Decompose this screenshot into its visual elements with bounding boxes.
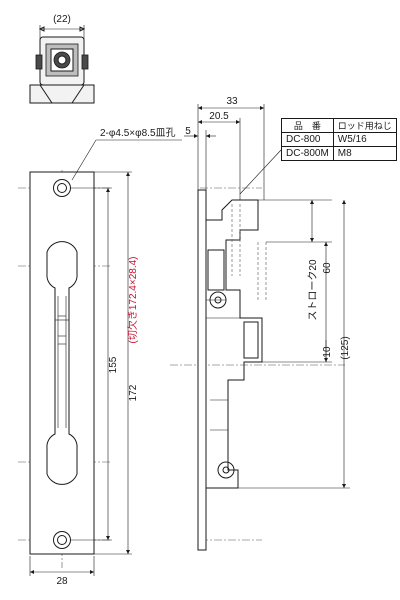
dim-60: 60 <box>322 262 333 274</box>
length-dim: 172 <box>128 384 139 401</box>
side-view: 33 20.5 5 ストローク20 60 10 <box>170 96 351 551</box>
row-model: DC-800M <box>281 146 334 161</box>
top-width-dim: (22) <box>53 14 71 25</box>
dim-125: (125) <box>340 336 351 359</box>
top-view: (22) <box>29 14 95 104</box>
row-thread: M8 <box>332 146 397 161</box>
dim-10: 10 <box>322 346 333 358</box>
hole-spec-label: 2-φ4.5×φ8.5皿孔 <box>100 127 176 139</box>
hole-pitch-dim: 155 <box>108 356 119 373</box>
side-screw-top <box>209 291 227 309</box>
side-body <box>205 199 263 489</box>
side-screw-bottom <box>217 461 235 479</box>
lever-recess <box>46 241 78 485</box>
side-plate <box>197 189 207 551</box>
table-row: DC-800 W5/16 <box>281 132 397 147</box>
front-view: 2-φ4.5×φ8.5皿孔 28 155 172 (切欠き172.4×28.4) <box>18 127 182 587</box>
row-model: DC-800 <box>281 132 334 147</box>
col-thread-header: ロッド用ねじ <box>332 118 397 133</box>
row-thread: W5/16 <box>332 132 397 147</box>
dim-stroke: ストローク20 <box>307 259 319 321</box>
width-dim: 28 <box>56 576 68 587</box>
dim-33: 33 <box>226 96 238 107</box>
table-row: DC-800M M8 <box>281 146 397 161</box>
col-model-header: 品 番 <box>281 118 334 133</box>
dim-5: 5 <box>185 126 191 137</box>
cutout-note: (切欠き172.4×28.4) <box>126 257 139 344</box>
face-plate <box>29 171 95 555</box>
dim-20-5: 20.5 <box>209 111 229 122</box>
spec-table-header: 品 番 ロッド用ねじ <box>281 118 397 133</box>
spec-table: 品 番 ロッド用ねじ DC-800 W5/16 DC-800M M8 <box>281 118 397 161</box>
